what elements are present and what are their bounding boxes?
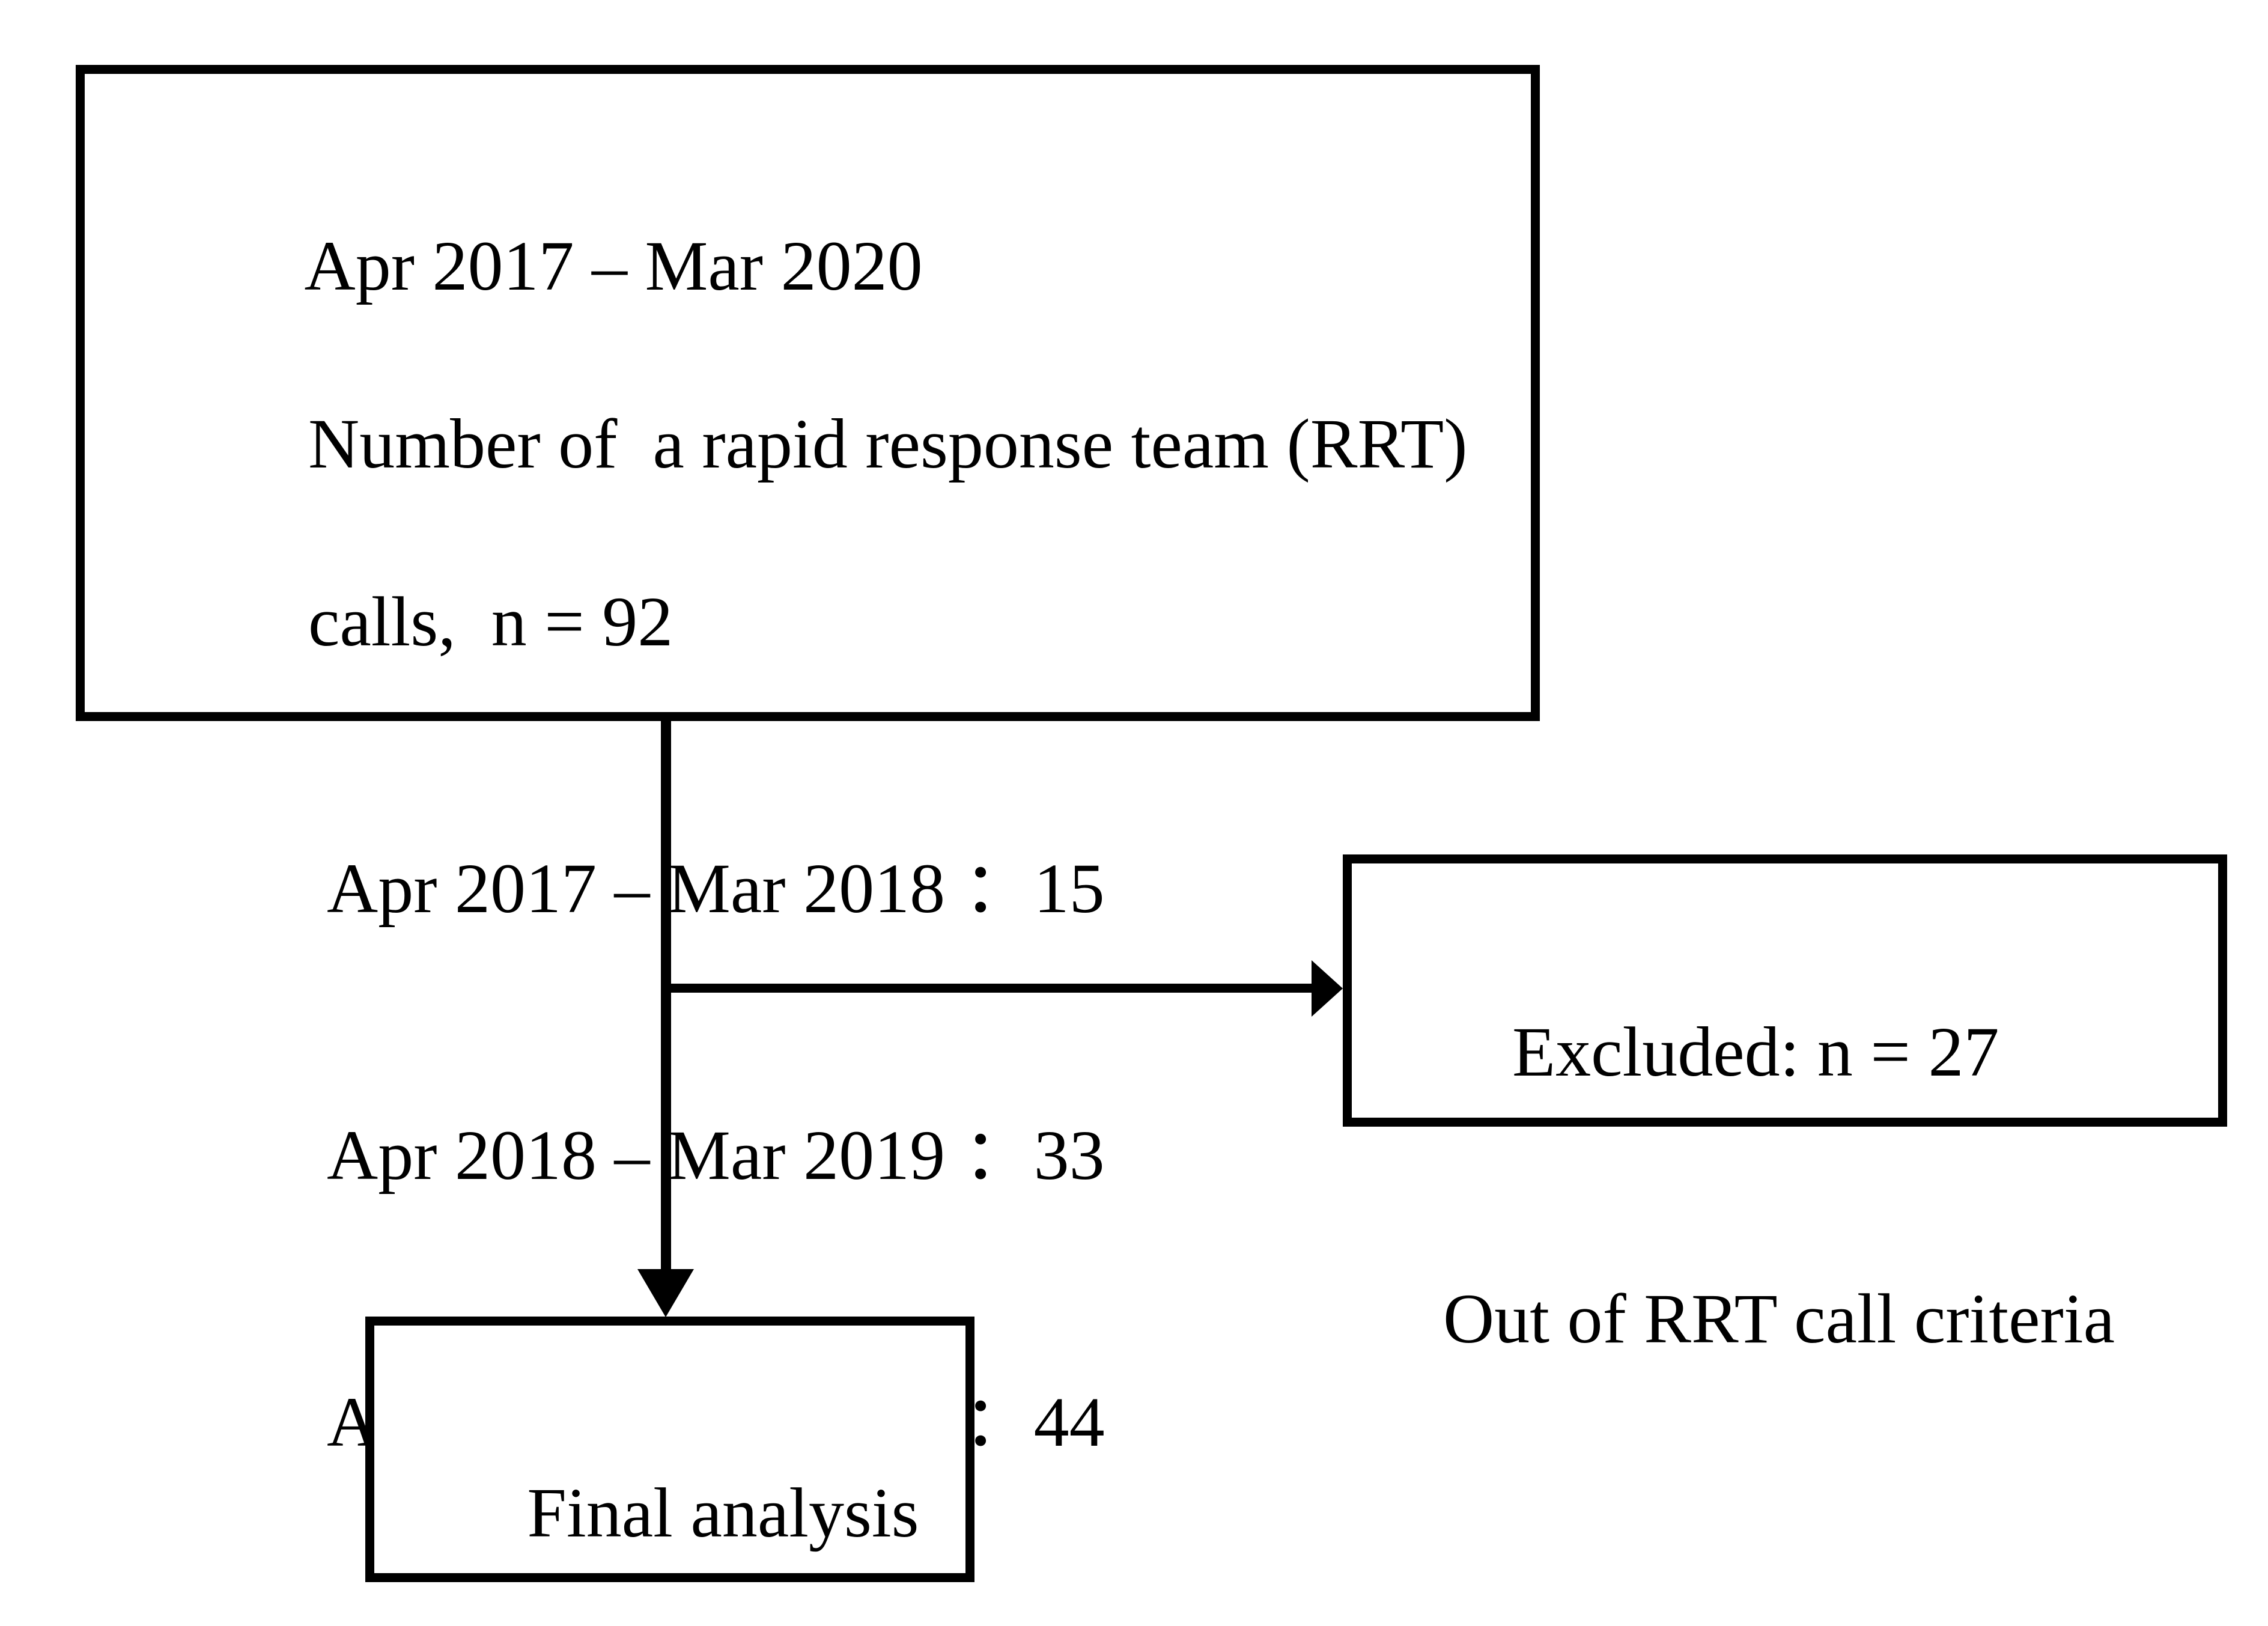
enrollment-total-count: calls, n = 92 — [308, 582, 673, 661]
arrow-down-icon — [637, 1269, 694, 1317]
excluded-count: Excluded: n = 27 — [1512, 1012, 1999, 1091]
excluded-text: Excluded: n = 27 Out of RRT call criteri… — [1406, 919, 2115, 1541]
arrow-right-icon — [1312, 960, 1343, 1017]
enrollment-text: Apr 2017 – Mar 2020 Number of a rapid re… — [202, 133, 1468, 1626]
connector-trunk-line — [661, 716, 671, 1274]
enrollment-box: Apr 2017 – Mar 2020 Number of a rapid re… — [76, 65, 1540, 1461]
final-analysis-box: Final analysis n = 65 — [365, 1317, 974, 1582]
final-analysis-label: Final analysis — [527, 1473, 919, 1552]
final-analysis-text: Final analysis n = 65 — [374, 1380, 965, 1626]
connector-branch-line — [661, 984, 1316, 993]
excluded-reason: Out of RRT call criteria — [1443, 1279, 2115, 1358]
enrollment-year-2: Apr 2018 – Mar 2019 ：33 — [327, 1116, 1105, 1195]
enrollment-description: Number of a rapid response team (RRT) — [308, 404, 1468, 483]
enrollment-year-1: Apr 2017 – Mar 2018 ：15 — [327, 849, 1105, 928]
enrollment-period: Apr 2017 – Mar 2020 — [304, 227, 923, 305]
excluded-box: Excluded: n = 27 Out of RRT call criteri… — [1343, 854, 2227, 1358]
